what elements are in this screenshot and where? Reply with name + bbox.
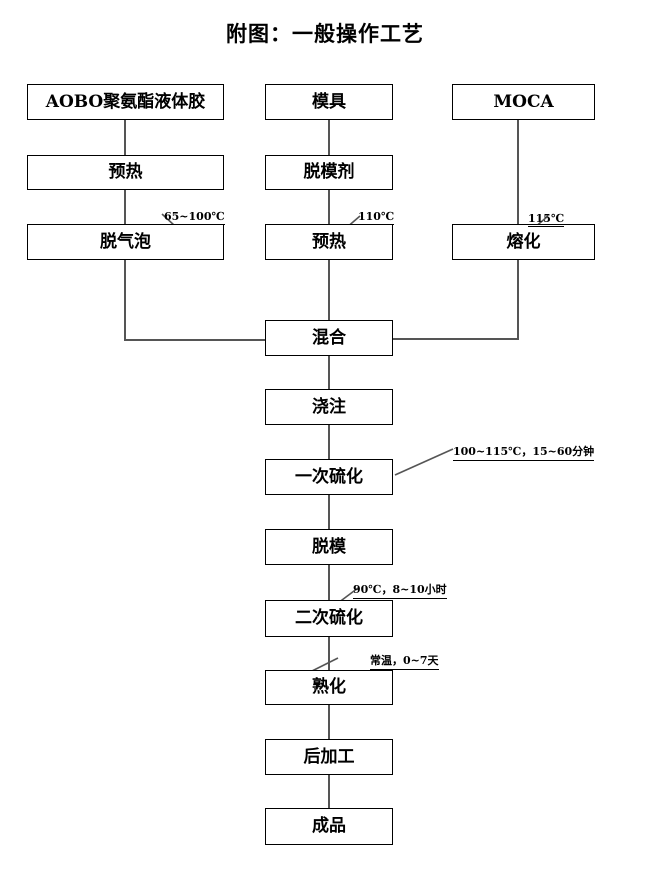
node-melt[interactable]: 熔化	[452, 224, 595, 260]
connector-aobo-to-preheat1	[124, 119, 126, 156]
annotation-cure1-condition: 100~115℃，15~60分钟	[453, 443, 595, 461]
node-mix[interactable]: 混合	[265, 320, 393, 356]
connector-cure2-to-mature	[328, 637, 330, 671]
node-post-processing[interactable]: 后加工	[265, 739, 393, 775]
connector-degas-down	[124, 259, 126, 341]
node-aobo[interactable]: AOBO聚氨酯液体胶	[27, 84, 224, 120]
node-degas[interactable]: 脱气泡	[27, 224, 224, 260]
connector-melt-to-mix	[392, 338, 519, 340]
node-demold[interactable]: 脱模	[265, 529, 393, 565]
node-pour[interactable]: 浇注	[265, 389, 393, 425]
connector-pour-to-cure1	[328, 424, 330, 459]
connector-finish-to-product	[328, 774, 330, 809]
connector-melt-down	[517, 259, 519, 340]
connector-mature-to-finish	[328, 704, 330, 739]
connector-mold-to-release	[328, 119, 330, 156]
connector-release-to-preheat2	[328, 189, 330, 225]
page-title: 附图：一般操作工艺	[226, 21, 424, 46]
annotation-preheat2-temperature: 110℃	[358, 210, 395, 225]
node-first-cure[interactable]: 一次硫化	[265, 459, 393, 495]
annotation-mature-condition: 常温，0~7天	[370, 652, 439, 670]
connector-moca-to-melt	[517, 119, 519, 225]
connector-preheat1-to-degas	[124, 189, 126, 225]
annotation-degas-temperature: 65~100℃	[164, 210, 225, 225]
node-maturation[interactable]: 熟化	[265, 670, 393, 705]
node-preheat2[interactable]: 预热	[265, 224, 393, 260]
node-moca[interactable]: MOCA	[452, 84, 595, 120]
node-release-agent[interactable]: 脱模剂	[265, 155, 393, 190]
node-finished-product[interactable]: 成品	[265, 808, 393, 845]
connector-demold-to-cure2	[328, 564, 330, 600]
node-second-cure[interactable]: 二次硫化	[265, 600, 393, 637]
connector-cure1-to-demold	[328, 494, 330, 529]
node-preheat1[interactable]: 预热	[27, 155, 224, 190]
connector-mix-to-pour	[328, 355, 330, 390]
connector-degas-to-mix	[124, 339, 266, 341]
annotation-cure2-condition: 90℃，8~10小时	[353, 581, 447, 599]
leader-line-cure1	[394, 448, 454, 476]
connector-preheat2-to-mix	[328, 259, 330, 321]
annotation-melt-temperature: 115℃	[528, 212, 565, 227]
node-mold[interactable]: 模具	[265, 84, 393, 120]
